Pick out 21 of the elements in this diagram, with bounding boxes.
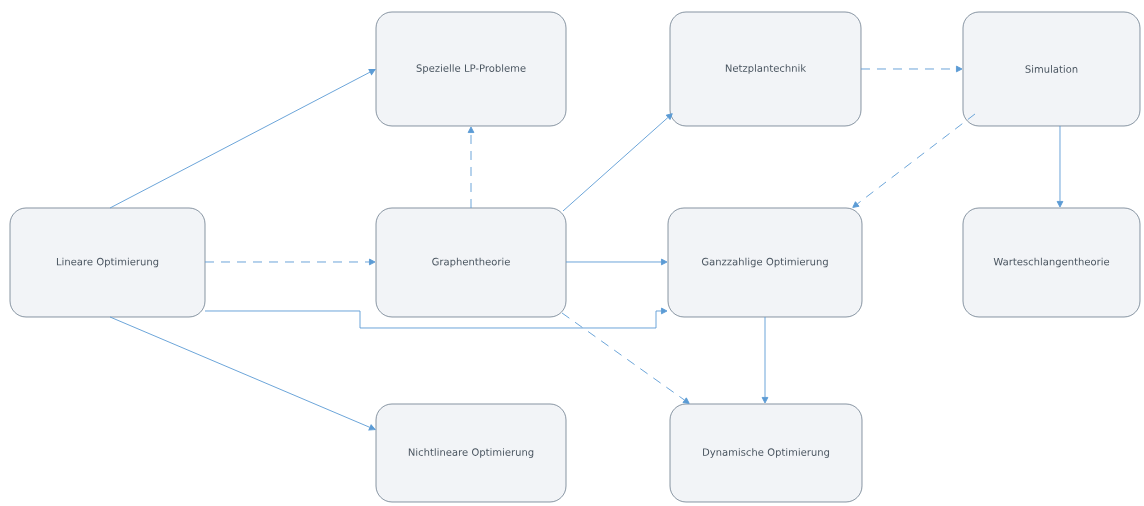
arrow	[109, 316, 376, 431]
process-box: Graphentheorie	[375, 207, 567, 318]
arrow	[467, 126, 475, 209]
process-box: Warteschlangentheorie	[962, 207, 1141, 318]
arrow	[761, 316, 769, 404]
process-box: Nichtlineare Optimierung	[375, 403, 567, 503]
process-box: Netzplantechnik	[669, 11, 862, 127]
process-box: Lineare Optimierung	[9, 207, 206, 318]
arrow	[204, 307, 668, 329]
arrow	[852, 113, 976, 208]
arrow	[109, 69, 376, 209]
arrow	[1056, 125, 1064, 208]
process-box: Ganzzahlige Optimierung	[667, 207, 863, 318]
arrow	[204, 258, 376, 266]
arrow	[562, 113, 673, 212]
arrow	[561, 312, 690, 404]
arrow	[565, 258, 668, 266]
process-box: Spezielle LP-Probleme	[375, 11, 567, 127]
process-box: Dynamische Optimierung	[669, 403, 863, 503]
arrow	[860, 65, 963, 73]
process-box: Simulation	[962, 11, 1141, 127]
